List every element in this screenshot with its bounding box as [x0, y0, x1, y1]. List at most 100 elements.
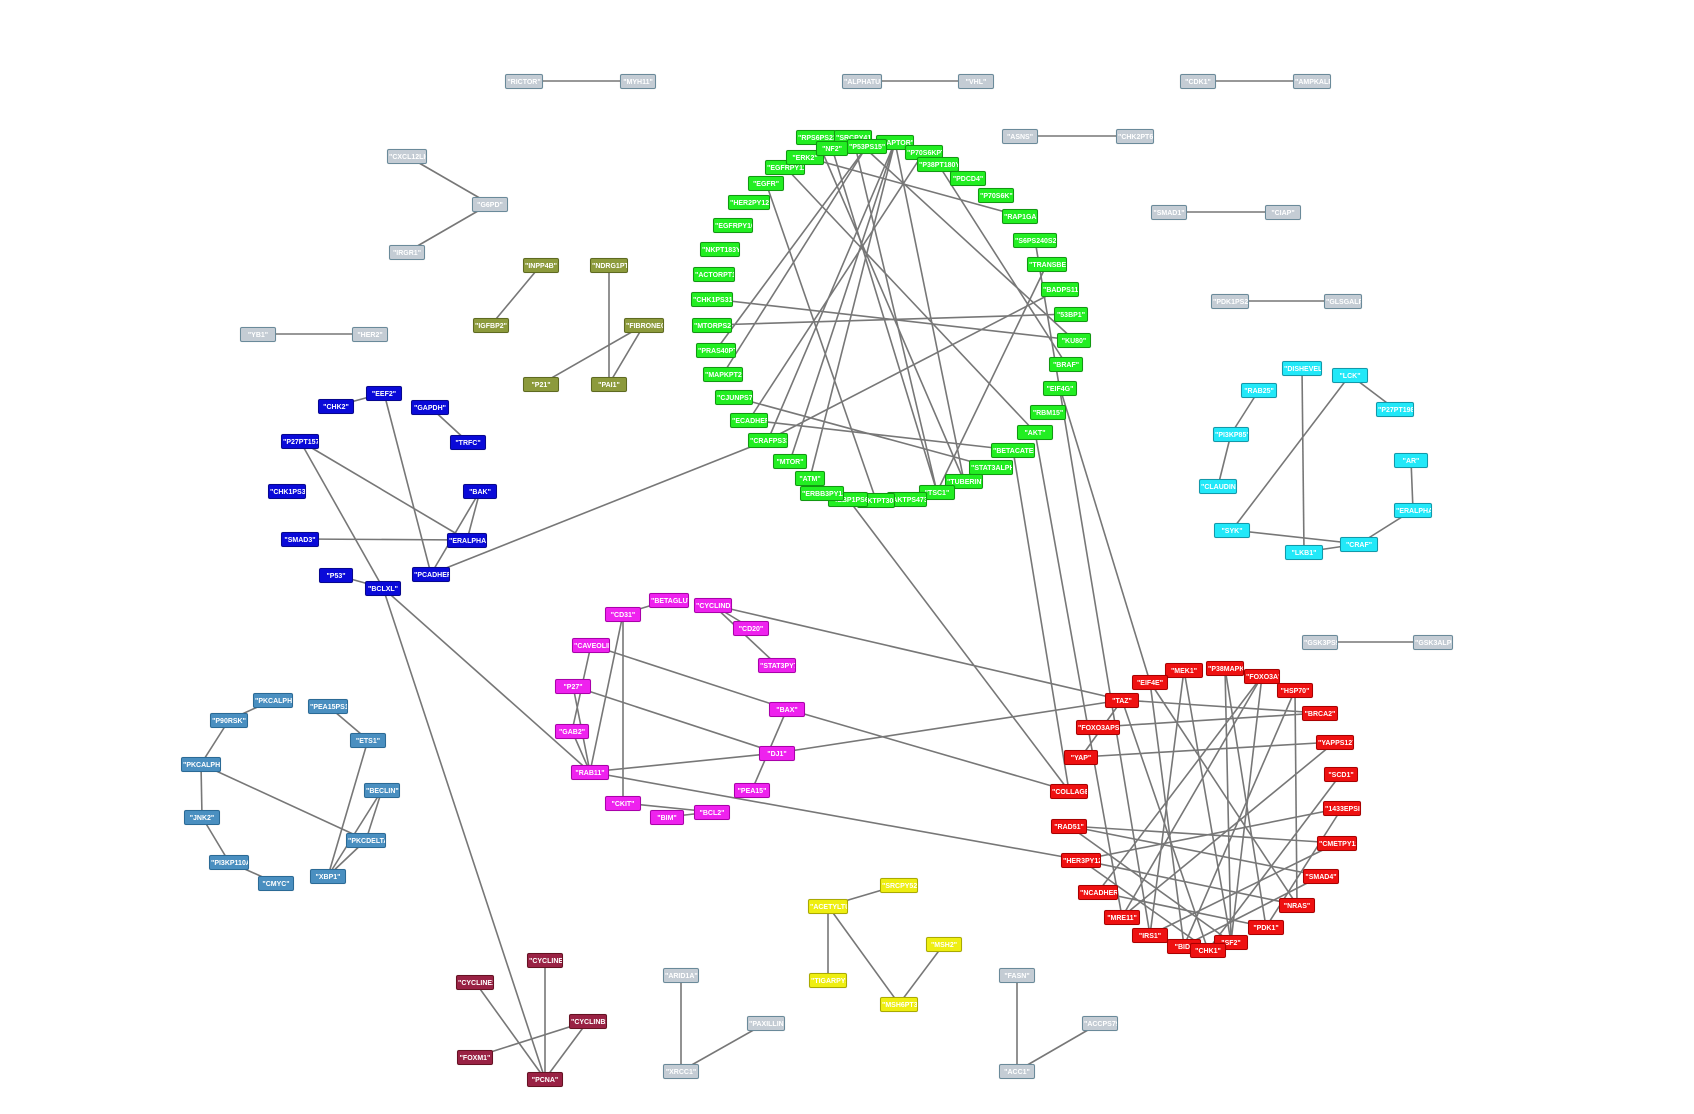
node-b_eralpha[interactable]: "ERALPHAPS118"	[447, 532, 487, 548]
node-x_pdk1ps[interactable]: "PDK1PS241"	[1211, 293, 1249, 309]
node-m_dj1[interactable]: "DJ1"	[759, 745, 795, 761]
node-x_yb1[interactable]: "YB1"	[240, 326, 276, 342]
node-x_tub[interactable]: "ALPHATUBULIN"	[842, 73, 882, 89]
node-r_mre11[interactable]: "MRE11"	[1104, 909, 1140, 925]
node-x_ampk[interactable]: "AMPKALPHA"	[1293, 73, 1331, 89]
node-b_chk2[interactable]: "CHK2"	[318, 398, 354, 414]
node-b_p27[interactable]: "P27PT157"	[281, 433, 319, 449]
node-s_p90rsk[interactable]: "P90RSK"	[210, 712, 248, 728]
node-g_chk1ps[interactable]: "CHK1PS317S296"	[691, 291, 733, 307]
node-g_mapk[interactable]: "MAPKPT202Y204"	[703, 366, 743, 382]
node-s_pkcalps[interactable]: "PKCALPHAPS657"	[181, 756, 221, 772]
node-m_p27[interactable]: "P27"	[555, 678, 591, 694]
node-b_bak[interactable]: "BAK"	[463, 483, 497, 499]
node-c_claudin[interactable]: "CLAUDIN7"	[1199, 478, 1237, 494]
node-x_paxillin[interactable]: "PAXILLIN"	[747, 1015, 785, 1031]
node-g_eif4g[interactable]: "EIF4G"	[1043, 380, 1077, 396]
node-y_4[interactable]: "TIGARPY1012"	[809, 972, 847, 988]
node-m_cav[interactable]: "CAVEOLIN1"	[572, 637, 610, 653]
node-b_eef2[interactable]: "EEF2"	[366, 385, 402, 401]
node-x_irgr1[interactable]: "IRGR1"	[389, 244, 425, 260]
node-x_rictor[interactable]: "RICTOR"	[505, 73, 543, 89]
node-r_brca2[interactable]: "BRCA2"	[1302, 705, 1338, 721]
node-x_xrcc1[interactable]: "XRCC1"	[663, 1063, 699, 1079]
node-r_collagen[interactable]: "COLLAGENVI"	[1050, 783, 1088, 799]
node-g_braf[interactable]: "BRAF"	[1049, 356, 1083, 372]
node-m_cyclind1[interactable]: "CYCLIND1"	[694, 597, 732, 613]
node-m_bcl2[interactable]: "BCL2"	[694, 804, 730, 820]
node-g_atm[interactable]: "ATM"	[795, 470, 825, 486]
node-m_bim[interactable]: "BIM"	[650, 809, 684, 825]
node-r_smad4[interactable]: "SMAD4"	[1303, 868, 1339, 884]
node-g_cjun[interactable]: "CJUNPS73"	[715, 389, 753, 405]
node-r_rad51[interactable]: "RAD51"	[1051, 818, 1087, 834]
node-r_chk1[interactable]: "CHK1"	[1190, 942, 1226, 958]
node-g_akt[interactable]: "AKT"	[1017, 424, 1053, 440]
node-x_her2[interactable]: "HER2"	[352, 326, 388, 342]
node-r_p38[interactable]: "P38MAPK"	[1206, 660, 1244, 676]
node-g_p70s6k[interactable]: "P70S6K"	[978, 187, 1014, 203]
node-k_foxm1[interactable]: "FOXM1"	[457, 1049, 493, 1065]
node-x_accps79[interactable]: "ACCPS79"	[1082, 1015, 1118, 1031]
node-s_cmyc[interactable]: "CMYC"	[258, 875, 294, 891]
node-r_eif4e[interactable]: "EIF4E"	[1132, 674, 1168, 690]
node-x_cxcl[interactable]: "CXCL12LIGAND"	[387, 148, 427, 164]
node-g_pras[interactable]: "PRAS40PT246"	[696, 342, 736, 358]
node-c_syk[interactable]: "SYK"	[1214, 522, 1250, 538]
node-x_fasn[interactable]: "FASN"	[999, 967, 1035, 983]
node-x_gsk3[interactable]: "GSK3PS9"	[1302, 634, 1338, 650]
node-b_pcad[interactable]: "PCADHERIN"	[412, 566, 450, 582]
node-y_2[interactable]: "ACETYLTUBULIN"	[808, 898, 848, 914]
node-g_53bp1[interactable]: "53BP1"	[1054, 306, 1088, 322]
node-o_ndrg1[interactable]: "NDRG1PT346"	[590, 257, 628, 273]
node-x_cdk1[interactable]: "CDK1"	[1180, 73, 1216, 89]
node-g_egfrpy[interactable]: "EGFRPY1068"	[713, 217, 753, 233]
node-g_ecad[interactable]: "ECADHERIN"	[730, 412, 768, 428]
node-g_tsc1[interactable]: "TSC1"	[919, 484, 955, 500]
node-r_1433[interactable]: "1433EPSILON"	[1323, 800, 1361, 816]
node-g_ku80[interactable]: "KU80"	[1057, 332, 1091, 348]
node-b_gapdh[interactable]: "GAPDH"	[411, 399, 449, 415]
node-s_beclin[interactable]: "BECLIN"	[364, 782, 400, 798]
node-s_ets1[interactable]: "ETS1"	[350, 732, 386, 748]
node-c_ar[interactable]: "AR"	[1394, 452, 1428, 468]
node-k_cyclinB1[interactable]: "CYCLINB1"	[569, 1013, 607, 1029]
node-r_nras[interactable]: "NRAS"	[1279, 897, 1315, 913]
node-r_cmet[interactable]: "CMETPY1235"	[1317, 835, 1357, 851]
node-r_taz[interactable]: "TAZ"	[1105, 692, 1139, 708]
node-g_rap1[interactable]: "RAP1GAP"	[1002, 208, 1038, 224]
node-c_lck[interactable]: "LCK"	[1332, 367, 1368, 383]
node-g_mtorps[interactable]: "MTORPS2448"	[692, 317, 732, 333]
node-r_hsp70[interactable]: "HSP70"	[1277, 682, 1313, 698]
node-g_egfr[interactable]: "EGFR"	[748, 175, 784, 191]
node-y_1[interactable]: "SRCPY527"	[880, 877, 918, 893]
node-r_yapps[interactable]: "YAPPS127"	[1316, 734, 1354, 750]
node-x_gsk3ab[interactable]: "GSK3ALPHABETA"	[1413, 634, 1453, 650]
node-s_pi3kp110[interactable]: "PI3KP110ALPHA"	[209, 854, 249, 870]
node-k_cyclinE1[interactable]: "CYCLINE1"	[456, 974, 494, 990]
node-r_pdk1[interactable]: "PDK1"	[1248, 919, 1284, 935]
node-g_pdcd4[interactable]: "PDCD4"	[950, 170, 986, 186]
node-x_arid1a[interactable]: "ARID1A"	[663, 967, 699, 983]
node-g_bad[interactable]: "BADPS112"	[1041, 281, 1079, 297]
node-g_mtor[interactable]: "MTOR"	[773, 453, 807, 469]
node-b_bclxl[interactable]: "BCLXL"	[365, 580, 401, 596]
node-m_glut[interactable]: "BETAGLUTAMINE"	[649, 592, 689, 608]
node-x_vhl[interactable]: "VHL"	[958, 73, 994, 89]
node-g_nkp[interactable]: "NKPT183Y185"	[700, 241, 740, 257]
node-s_pea15[interactable]: "PEA15PS116"	[308, 698, 348, 714]
node-o_inpp4b[interactable]: "INPP4B"	[523, 257, 559, 273]
node-k_pcna[interactable]: "PCNA"	[527, 1071, 563, 1087]
node-x_acc1[interactable]: "ACC1"	[999, 1063, 1035, 1079]
node-r_scd1[interactable]: "SCD1"	[1324, 766, 1358, 782]
node-x_glsalpha[interactable]: "GLSGALPHASE"	[1324, 293, 1362, 309]
node-c_craf[interactable]: "CRAF"	[1340, 536, 1378, 552]
node-x_chk2pt[interactable]: "CHK2PT68"	[1116, 128, 1154, 144]
node-m_stat3[interactable]: "STAT3PY705"	[758, 657, 796, 673]
node-g_betacat[interactable]: "BETACATENIN"	[991, 442, 1035, 458]
node-c_lkb1[interactable]: "LKB1"	[1285, 544, 1323, 560]
node-g_mtorp[interactable]: "P38PT180Y182"	[917, 156, 959, 172]
node-r_her3[interactable]: "HER3PY1289"	[1061, 852, 1101, 868]
node-s_jnk2[interactable]: "JNK2"	[184, 809, 220, 825]
